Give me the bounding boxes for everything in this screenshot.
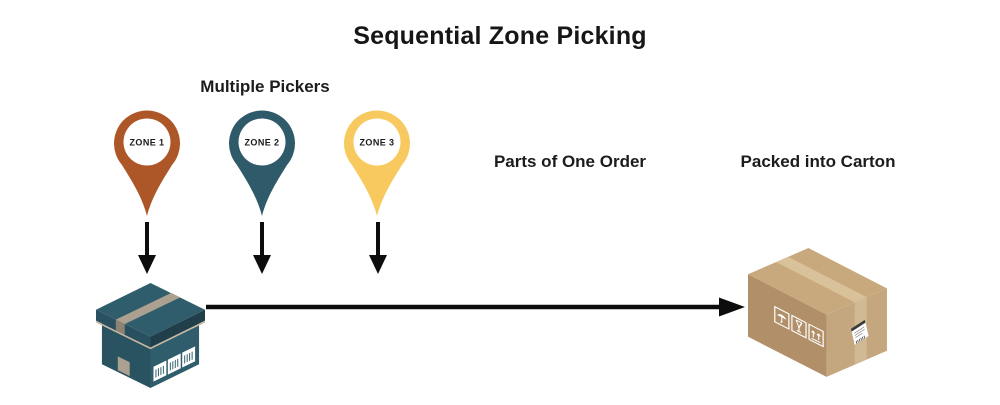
carton-front-face bbox=[748, 274, 827, 377]
picking-tote-illustration bbox=[95, 282, 206, 389]
zone3-label: ZONE 3 bbox=[360, 138, 395, 148]
carton-box-illustration bbox=[748, 248, 887, 377]
this-side-up-arrows-icon bbox=[808, 323, 824, 348]
pin-inner-circle bbox=[123, 118, 171, 166]
tote-tape-patch bbox=[117, 356, 130, 377]
parts-of-one-order-label: Parts of One Order bbox=[493, 152, 647, 171]
zone1-label: ZONE 1 bbox=[130, 138, 165, 148]
multiple-pickers-label: Multiple Pickers bbox=[200, 77, 330, 96]
diagram-title: Sequential Zone Picking bbox=[353, 22, 647, 50]
down-arrow-icon bbox=[253, 222, 271, 274]
packed-into-carton-label: Packed into Carton bbox=[740, 152, 896, 171]
tote-labels bbox=[153, 346, 196, 382]
fragile-glass-icon bbox=[791, 314, 807, 339]
tote-lid-rim-right bbox=[150, 309, 206, 348]
pin-inner-circle bbox=[353, 118, 401, 166]
shipping-label bbox=[850, 319, 869, 345]
tote-tape-band bbox=[115, 292, 181, 325]
zone1-map-pin-icon: ZONE 1 bbox=[114, 110, 180, 216]
carton-tape-top bbox=[776, 256, 867, 303]
flow-arrow-icon bbox=[206, 297, 745, 317]
keep-dry-umbrella-icon bbox=[774, 305, 790, 330]
tote-lid-edge-highlight bbox=[95, 320, 206, 350]
tote-base-left-face bbox=[101, 316, 151, 389]
zone2-label: ZONE 2 bbox=[245, 138, 280, 148]
down-arrow-icon bbox=[138, 222, 156, 274]
tote-tape-fold bbox=[115, 319, 125, 336]
pin-inner-circle bbox=[238, 118, 286, 166]
zone2-map-pin-icon: ZONE 2 bbox=[229, 110, 295, 216]
zone3-map-pin-icon: ZONE 3 bbox=[344, 110, 410, 216]
carton-handling-icons bbox=[774, 305, 824, 348]
down-arrow-icon bbox=[369, 222, 387, 274]
